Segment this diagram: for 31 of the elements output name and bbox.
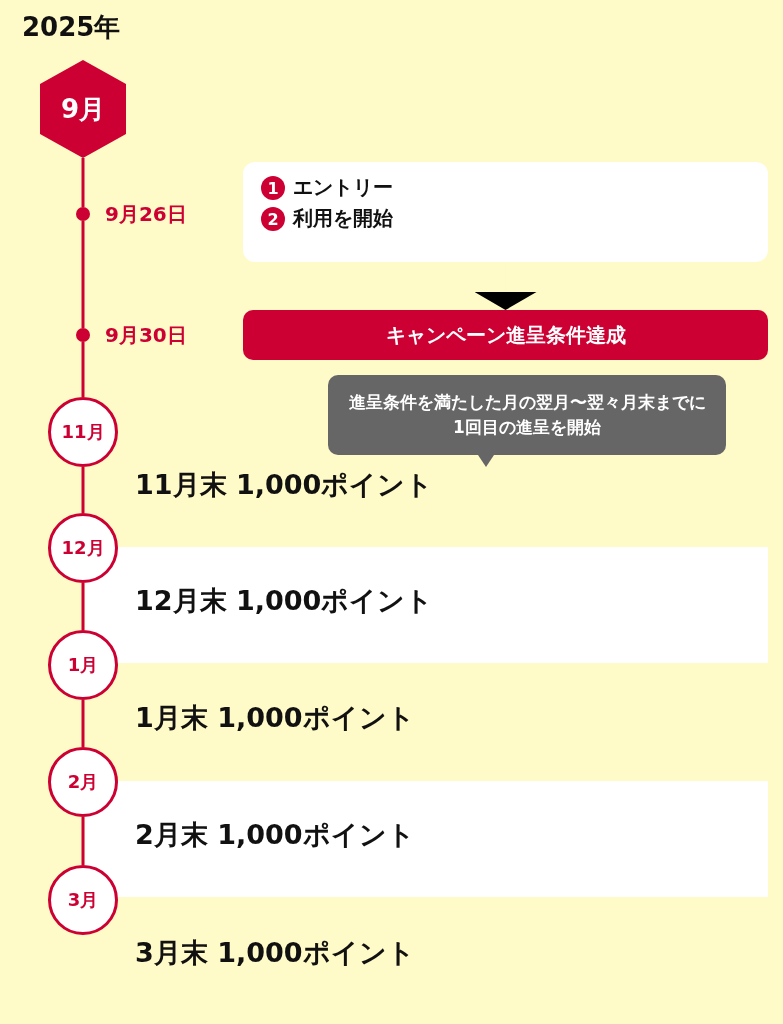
points-text: 3月末 1,000ポイント [135, 936, 415, 970]
date-label: 9月26日 [105, 201, 187, 228]
step-text: エントリー [293, 174, 393, 201]
date-label: 9月30日 [105, 322, 187, 349]
timeline-line [81, 700, 85, 747]
hexagon-badge [40, 60, 126, 158]
number-badge: 1 [261, 176, 285, 200]
step-text: 利用を開始 [293, 205, 393, 232]
points-text: 2月末 1,000ポイント [135, 818, 415, 852]
timeline-line [81, 817, 85, 865]
points-text: 11月末 1,000ポイント [135, 468, 434, 502]
month-label: 11月 [61, 420, 105, 444]
year-heading: 2025年 [22, 11, 121, 44]
points-text: 12月末 1,000ポイント [135, 584, 434, 618]
steps-card [243, 162, 768, 262]
points-text: 1月末 1,000ポイント [135, 701, 415, 735]
timeline-line [81, 342, 85, 397]
timeline-line [81, 158, 85, 207]
timeline-line [81, 221, 85, 328]
month-label: 12月 [61, 536, 105, 560]
number-badge: 2 [261, 207, 285, 231]
milestone-bar: キャンペーン進呈条件達成 [243, 310, 768, 360]
month-label: 9月 [60, 92, 106, 126]
timeline-line [81, 583, 85, 630]
month-label: 2月 [67, 770, 99, 794]
timeline-dot [76, 328, 90, 342]
tooltip-text: 進呈条件を満たした月の翌月〜翌々月末までに1回目の進呈を開始 [347, 391, 707, 439]
timeline-line [81, 467, 85, 513]
month-label: 3月 [67, 888, 99, 912]
month-label: 1月 [67, 653, 99, 677]
timeline-dot [76, 207, 90, 221]
